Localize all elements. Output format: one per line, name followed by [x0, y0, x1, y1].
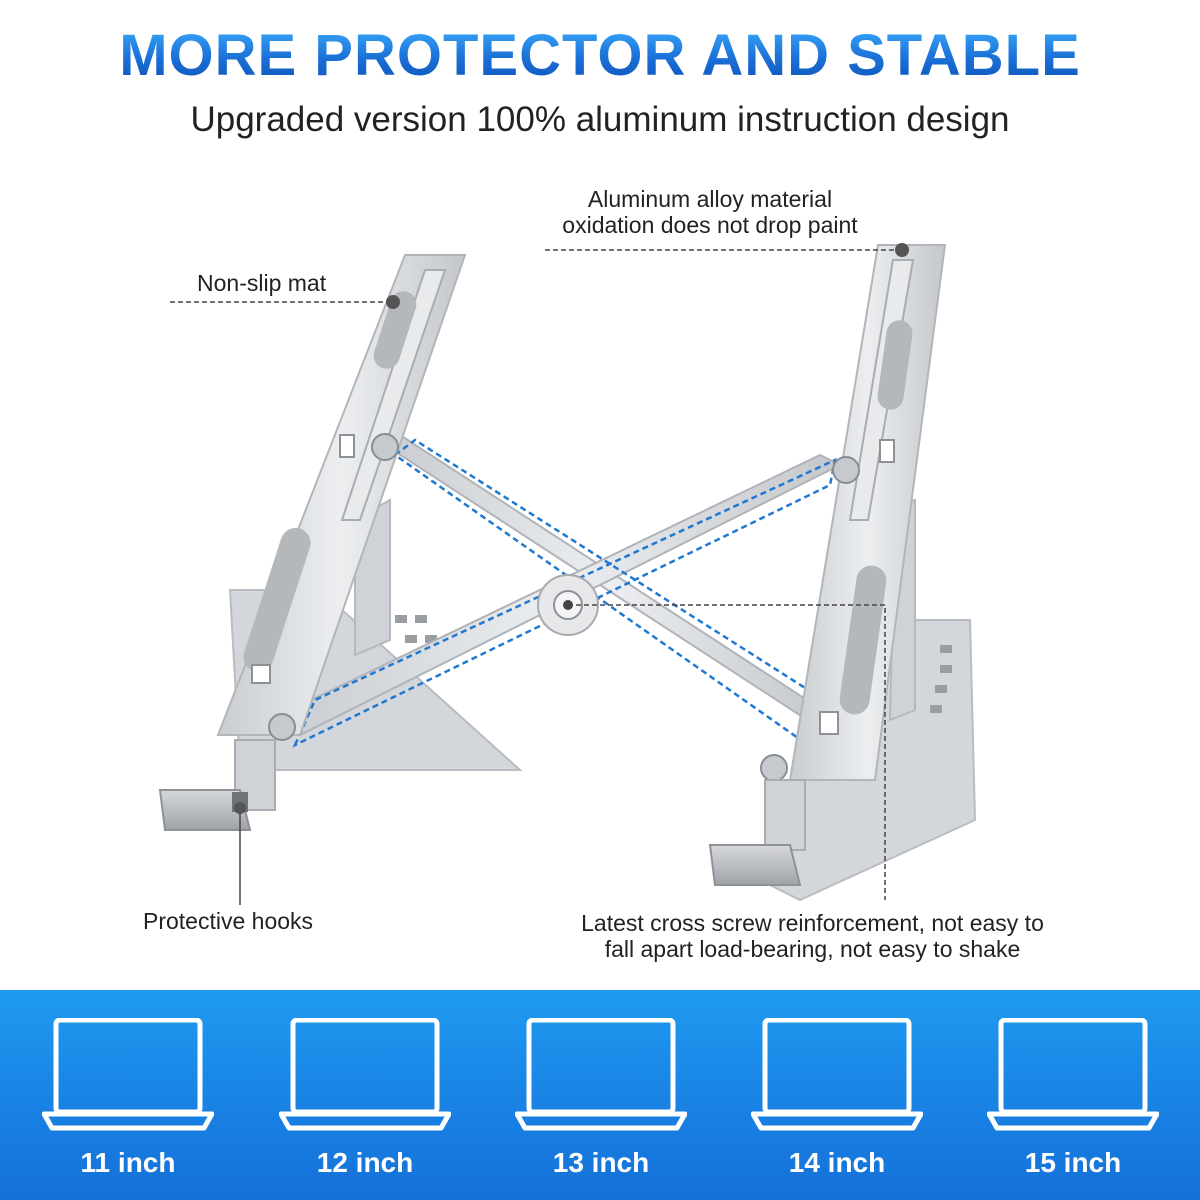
- page-subtitle: Upgraded version 100% aluminum instructi…: [190, 100, 1010, 139]
- size-label: 14 inch: [788, 1147, 886, 1178]
- compatible-sizes-band: 11 inch 12 inch 13 inch 14 inch 15 inch: [0, 990, 1200, 1200]
- laptop-icon: [515, 1018, 687, 1131]
- protective-hook-left: [158, 739, 276, 831]
- laptop-stand-illustration: [158, 243, 977, 905]
- callout-cross-screw-line2: fall apart load-bearing, not easy to sha…: [604, 936, 1021, 962]
- callout-dot: [234, 802, 246, 814]
- size-label: 15 inch: [1024, 1147, 1122, 1178]
- page-title: MORE PROTECTOR AND STABLE: [0, 22, 1200, 89]
- size-item-12: 12 inch: [265, 990, 465, 1200]
- callout-dot: [386, 295, 400, 309]
- support-panel-right: [760, 244, 947, 782]
- size-label: 12 inch: [316, 1147, 414, 1178]
- cross-arm-highlight-a: [392, 438, 834, 747]
- support-panel-left: [216, 254, 467, 741]
- laptop-icon: [751, 1018, 923, 1131]
- size-item-15: 15 inch: [973, 990, 1173, 1200]
- non-slip-pad: [839, 565, 887, 715]
- non-slip-pad: [373, 291, 417, 369]
- callout-dot: [895, 243, 909, 257]
- non-slip-pad: [877, 320, 913, 410]
- callout-non-slip-mat: Non-slip mat: [197, 270, 327, 296]
- callout-aluminum-line2: oxidation does not drop paint: [562, 212, 858, 238]
- laptop-icon: [42, 1018, 214, 1131]
- callout-cross-screw-line1: Latest cross screw reinforcement, not ea…: [581, 910, 1044, 936]
- size-item-14: 14 inch: [737, 990, 937, 1200]
- laptop-icon: [987, 1018, 1159, 1131]
- callout-aluminum-line1: Aluminum alloy material: [587, 186, 833, 212]
- callout-dot: [563, 600, 573, 610]
- protective-hook-right: [708, 779, 806, 886]
- size-label: 11 inch: [80, 1147, 176, 1178]
- size-item-11: 11 inch: [28, 990, 228, 1200]
- callout-protective-hooks: Protective hooks: [143, 908, 314, 934]
- non-slip-pad: [243, 527, 311, 673]
- cross-arm-highlight-b: [292, 457, 837, 748]
- callout-line-cross-screw: [568, 604, 886, 900]
- size-label: 13 inch: [552, 1147, 650, 1178]
- size-item-13: 13 inch: [501, 990, 701, 1200]
- laptop-icon: [279, 1018, 451, 1131]
